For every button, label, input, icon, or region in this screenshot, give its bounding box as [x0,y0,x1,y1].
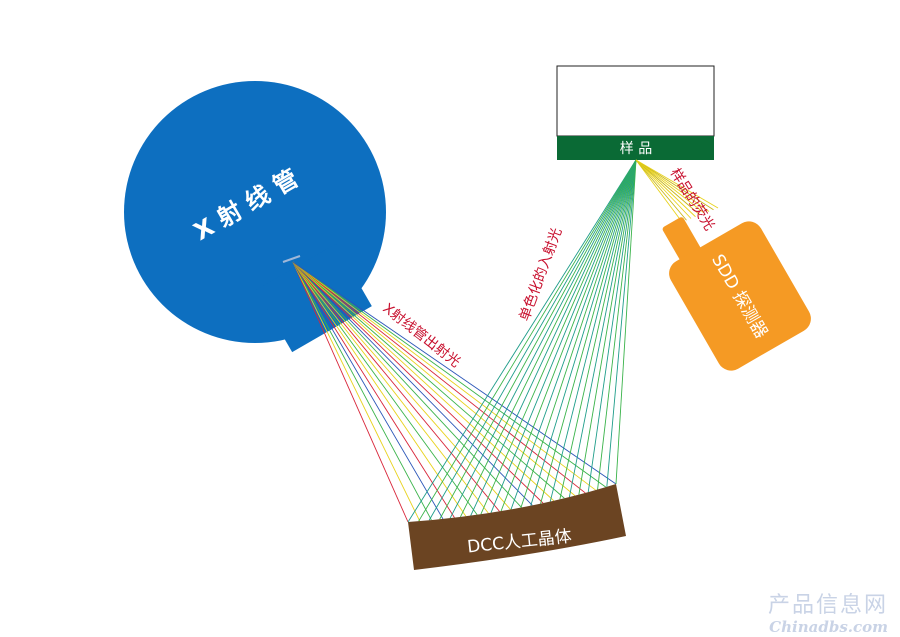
sample-label: 样 品 [620,141,652,157]
incident-ray [549,159,637,502]
xray-tube: X 射 线 管 [124,81,386,353]
incident-ray [587,159,637,493]
fluorescence-ray [635,159,683,223]
tube-rays-label: X射线管出射光 [380,301,464,371]
incident-ray [439,159,637,520]
incident-ray [540,159,637,504]
incident-ray [615,159,637,485]
incident-ray [480,159,637,515]
tube-ray [292,261,596,491]
sdd-detector-neck [662,217,702,262]
tube-ray [292,261,617,485]
tube-ray [292,261,511,510]
incident-ray [460,159,637,518]
tube-ray [292,261,533,506]
incident-ray [606,159,637,487]
sdd-detector: SDD 探测器 [662,217,811,371]
incident-ray [559,159,637,500]
sdd-detector-body [669,221,811,371]
incident-rays-label: 单色化的入射光 [516,225,565,323]
xray-tube-window [282,255,301,263]
incident-ray [449,159,637,519]
tube-ray [292,261,432,521]
tube-ray [292,261,544,504]
fluorescence-ray [635,159,696,218]
sample-box [556,65,715,137]
fluorescence-ray [635,159,687,221]
tube-ray [292,261,586,494]
incident-ray [418,159,637,522]
watermark-en: Chinadbs.com [769,618,888,636]
tube-ray [292,261,565,499]
tube-ray [292,261,607,488]
incident-ray [407,159,637,523]
fluorescence-ray [635,159,714,211]
tube-ray [292,261,522,508]
sample-bar [557,136,714,160]
tube-ray [292,261,555,502]
tube-ray [292,261,467,517]
tube-ray [292,261,409,523]
dcc-crystal: DCC人工晶体 [408,484,626,570]
incident-ray [510,159,637,510]
incident-ray [428,159,637,521]
tube-ray [292,261,478,516]
tube-ray [292,261,444,520]
fluorescence-ray [635,159,705,214]
sample: 样 品 [556,65,715,160]
dcc-crystal-shape [408,484,626,570]
tube-ray [292,261,489,514]
incident-ray [597,159,637,490]
tube-ray [292,261,500,512]
incident-ray [500,159,637,512]
incident-ray [578,159,637,495]
incident-ray [520,159,637,508]
ray-bundles [292,159,719,523]
tube-ray [292,261,576,497]
incident-ray [470,159,637,516]
fluorescence-ray [635,159,701,216]
fluorescence-ray [635,159,692,219]
fluorescence-ray [635,159,710,212]
incident-ray [568,159,637,498]
tube-ray [292,261,421,522]
incident-ray [490,159,637,513]
tube-ray [292,261,455,518]
fluorescence-ray [635,159,719,209]
watermark-cn: 产品信息网 [768,593,888,618]
incident-ray [530,159,637,506]
